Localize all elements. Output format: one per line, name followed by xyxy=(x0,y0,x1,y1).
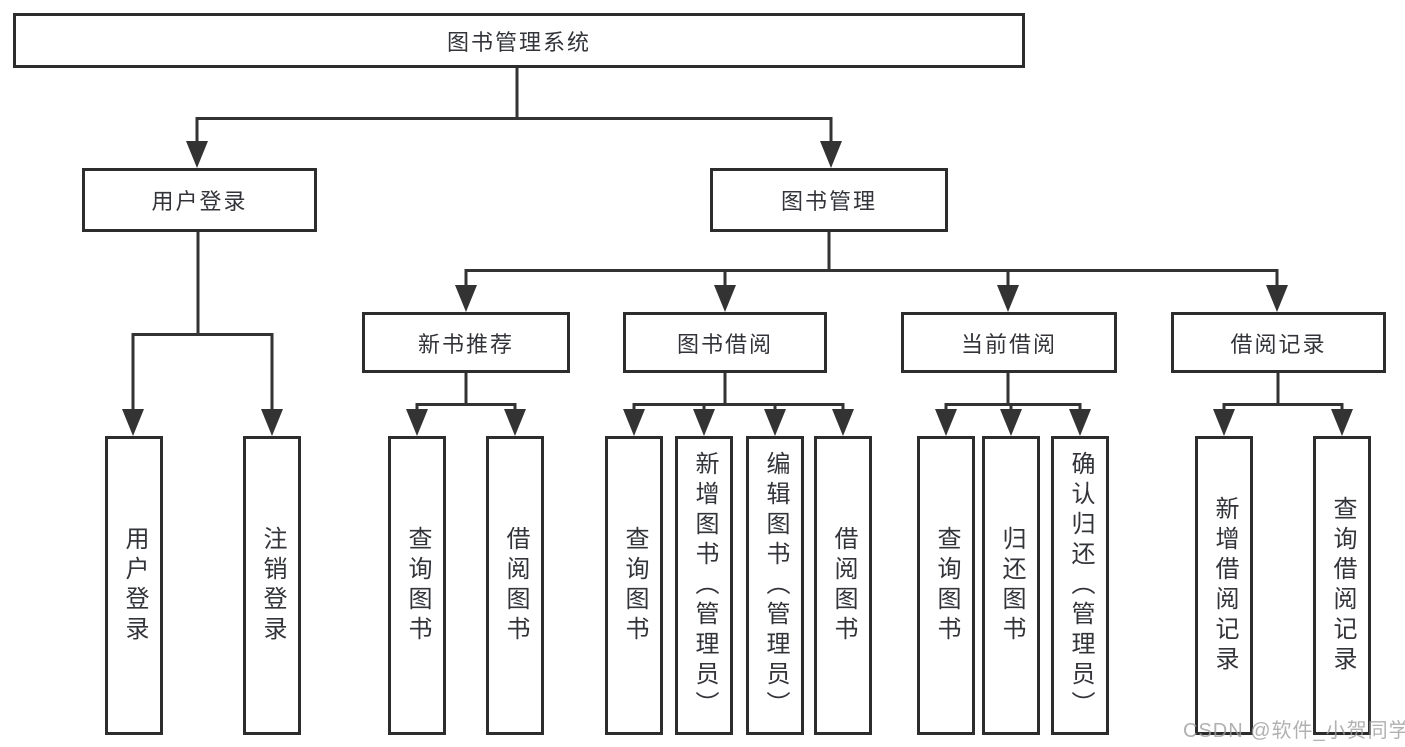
node-book-management-label: 图书管理 xyxy=(780,189,877,214)
leaf-label: 用户登录 xyxy=(121,525,148,646)
arrow-down-icon xyxy=(1000,409,1022,436)
node-leaf-query-books-3: 查询图书 xyxy=(917,436,975,735)
arrow-down-icon xyxy=(122,409,144,436)
arrow-down-icon xyxy=(186,141,208,168)
leaf-label: 查询图书 xyxy=(933,525,960,646)
node-leaf-query-books-2: 查询图书 xyxy=(605,436,663,735)
arrowheads xyxy=(122,141,1353,436)
node-new-book-recommend-label: 新书推荐 xyxy=(417,331,514,357)
node-leaf-borrow-books-1: 借阅图书 xyxy=(486,436,544,735)
node-book-borrow-label: 图书借阅 xyxy=(676,331,773,357)
arrow-down-icon xyxy=(455,285,477,312)
node-book-borrow: 图书借阅 xyxy=(623,312,827,373)
node-borrow-records: 借阅记录 xyxy=(1171,312,1386,373)
leaf-label: 新增借阅记录 xyxy=(1211,495,1238,676)
arrow-down-icon xyxy=(623,409,645,436)
node-current-borrow-label: 当前借阅 xyxy=(960,331,1057,357)
node-leaf-logout: 注销登录 xyxy=(243,436,301,735)
leaf-label: 新增图书（管理员） xyxy=(691,450,718,721)
leaf-label: 借阅图书 xyxy=(830,525,857,646)
arrow-down-icon xyxy=(1266,285,1288,312)
arrow-down-icon xyxy=(820,141,842,168)
arrow-down-icon xyxy=(832,409,854,436)
arrow-down-icon xyxy=(714,285,736,312)
leaf-label: 编辑图书（管理员） xyxy=(762,450,789,721)
node-leaf-add-borrow-record: 新增借阅记录 xyxy=(1195,436,1253,735)
node-leaf-user-login: 用户登录 xyxy=(105,436,163,735)
node-leaf-query-borrow-record: 查询借阅记录 xyxy=(1313,436,1371,735)
arrow-down-icon xyxy=(997,285,1019,312)
node-leaf-return-books: 归还图书 xyxy=(982,436,1040,735)
arrow-down-icon xyxy=(1069,409,1091,436)
arrow-down-icon xyxy=(1331,409,1353,436)
leaf-label: 确认归还（管理员） xyxy=(1067,450,1094,721)
leaf-label: 归还图书 xyxy=(998,525,1025,646)
leaf-label: 借阅图书 xyxy=(502,525,529,646)
arrow-down-icon xyxy=(935,409,957,436)
node-leaf-query-books-1: 查询图书 xyxy=(388,436,446,735)
node-new-book-recommend: 新书推荐 xyxy=(362,312,570,373)
arrow-down-icon xyxy=(764,409,786,436)
arrow-down-icon xyxy=(504,409,526,436)
node-user-login-label: 用户登录 xyxy=(151,189,248,214)
leaf-label: 查询图书 xyxy=(404,525,431,646)
node-leaf-confirm-return-admin: 确认归还（管理员） xyxy=(1051,436,1109,735)
node-book-management: 图书管理 xyxy=(710,168,948,232)
arrow-down-icon xyxy=(693,409,715,436)
arrow-down-icon xyxy=(1213,409,1235,436)
connector-path xyxy=(131,66,1344,414)
leaf-label: 查询图书 xyxy=(621,525,648,646)
node-root-label: 图书管理系统 xyxy=(446,29,591,55)
node-current-borrow: 当前借阅 xyxy=(901,312,1117,373)
arrow-down-icon xyxy=(406,409,428,436)
leaf-label: 注销登录 xyxy=(259,525,286,646)
node-leaf-borrow-books-2: 借阅图书 xyxy=(814,436,872,735)
csdn-watermark: CSDN @软件_小贺同学 xyxy=(1183,720,1405,742)
leaf-label: 查询借阅记录 xyxy=(1329,495,1356,676)
node-user-login: 用户登录 xyxy=(82,168,317,232)
arrow-down-icon xyxy=(261,409,283,436)
node-root: 图书管理系统 xyxy=(13,13,1025,68)
node-borrow-records-label: 借阅记录 xyxy=(1230,331,1327,357)
node-leaf-edit-books-admin: 编辑图书（管理员） xyxy=(746,436,804,735)
node-leaf-add-books-admin: 新增图书（管理员） xyxy=(675,436,733,735)
